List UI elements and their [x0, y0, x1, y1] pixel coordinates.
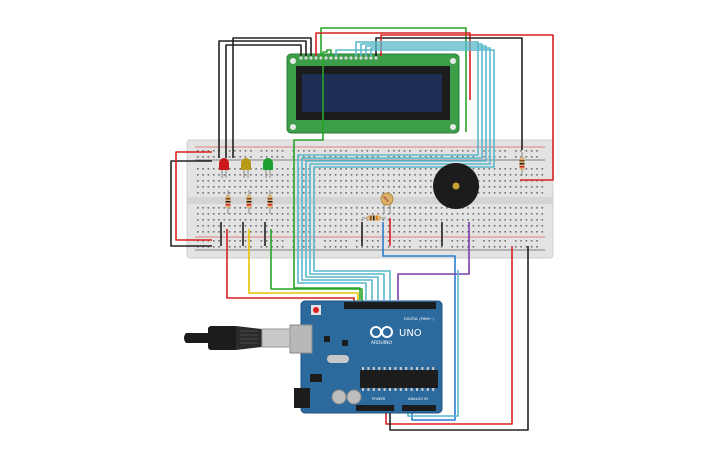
arduino-uno-board: ARDUINO UNO DIGITAL (PWM~) POWER ANALOG …	[289, 300, 443, 414]
wire-left-rail-vcc	[175, 151, 212, 241]
resistor-top-right	[519, 152, 525, 176]
wire-left-rail-gnd	[170, 160, 212, 247]
power-jack	[294, 388, 310, 408]
arduino-brand-label: ARDUINO	[371, 340, 393, 346]
wire-green-led-signal	[270, 229, 363, 305]
crystal	[327, 355, 349, 363]
wire-lcd-green-top	[320, 27, 467, 132]
resistors	[225, 152, 525, 221]
digital-header	[344, 302, 436, 309]
resistor-ldr	[362, 215, 386, 221]
resistor-yellow-led	[246, 190, 252, 214]
wire-5v	[385, 246, 513, 425]
wire-lcd-gnd-2	[232, 37, 312, 158]
led-red	[219, 158, 229, 178]
resistor-green-led	[267, 190, 273, 214]
digital-pins-label: DIGITAL (PWM~)	[404, 317, 434, 321]
atmega-chip	[360, 370, 438, 388]
chip-pins	[362, 367, 435, 391]
wires	[170, 27, 554, 431]
usb-cable-icon	[184, 326, 291, 350]
wire-lcd-gnd-1	[218, 40, 307, 158]
reset-button	[313, 307, 319, 313]
wire-gnd	[389, 246, 529, 431]
analog-header	[402, 405, 436, 411]
power-pins-label: POWER	[372, 397, 386, 401]
arduino-model-label: UNO	[399, 328, 422, 339]
piezo-buzzer	[433, 163, 479, 209]
led-yellow	[241, 158, 251, 178]
wire-yellow-led-signal	[248, 229, 359, 305]
usb-port	[289, 324, 313, 354]
led-green	[263, 158, 273, 178]
wire-lcd-to-gnd-rail	[375, 37, 523, 150]
analog-pins-label: ANALOG IN	[408, 397, 428, 401]
photoresistor	[380, 192, 394, 214]
wire-lcd-red-top	[315, 32, 471, 100]
infinity-logo-icon	[370, 326, 393, 338]
power-header	[356, 405, 394, 411]
wire-buzzer-signal	[397, 222, 470, 300]
wire-lcd-gnd-3	[225, 44, 302, 158]
lcd-header-pins	[299, 56, 378, 60]
lcd-module	[286, 53, 460, 134]
lcd-screen	[302, 74, 442, 112]
resistor-red-led	[225, 190, 231, 214]
capacitor-1	[331, 389, 347, 405]
capacitor-2	[346, 389, 362, 405]
wire-ldr-to-analog	[382, 222, 456, 421]
